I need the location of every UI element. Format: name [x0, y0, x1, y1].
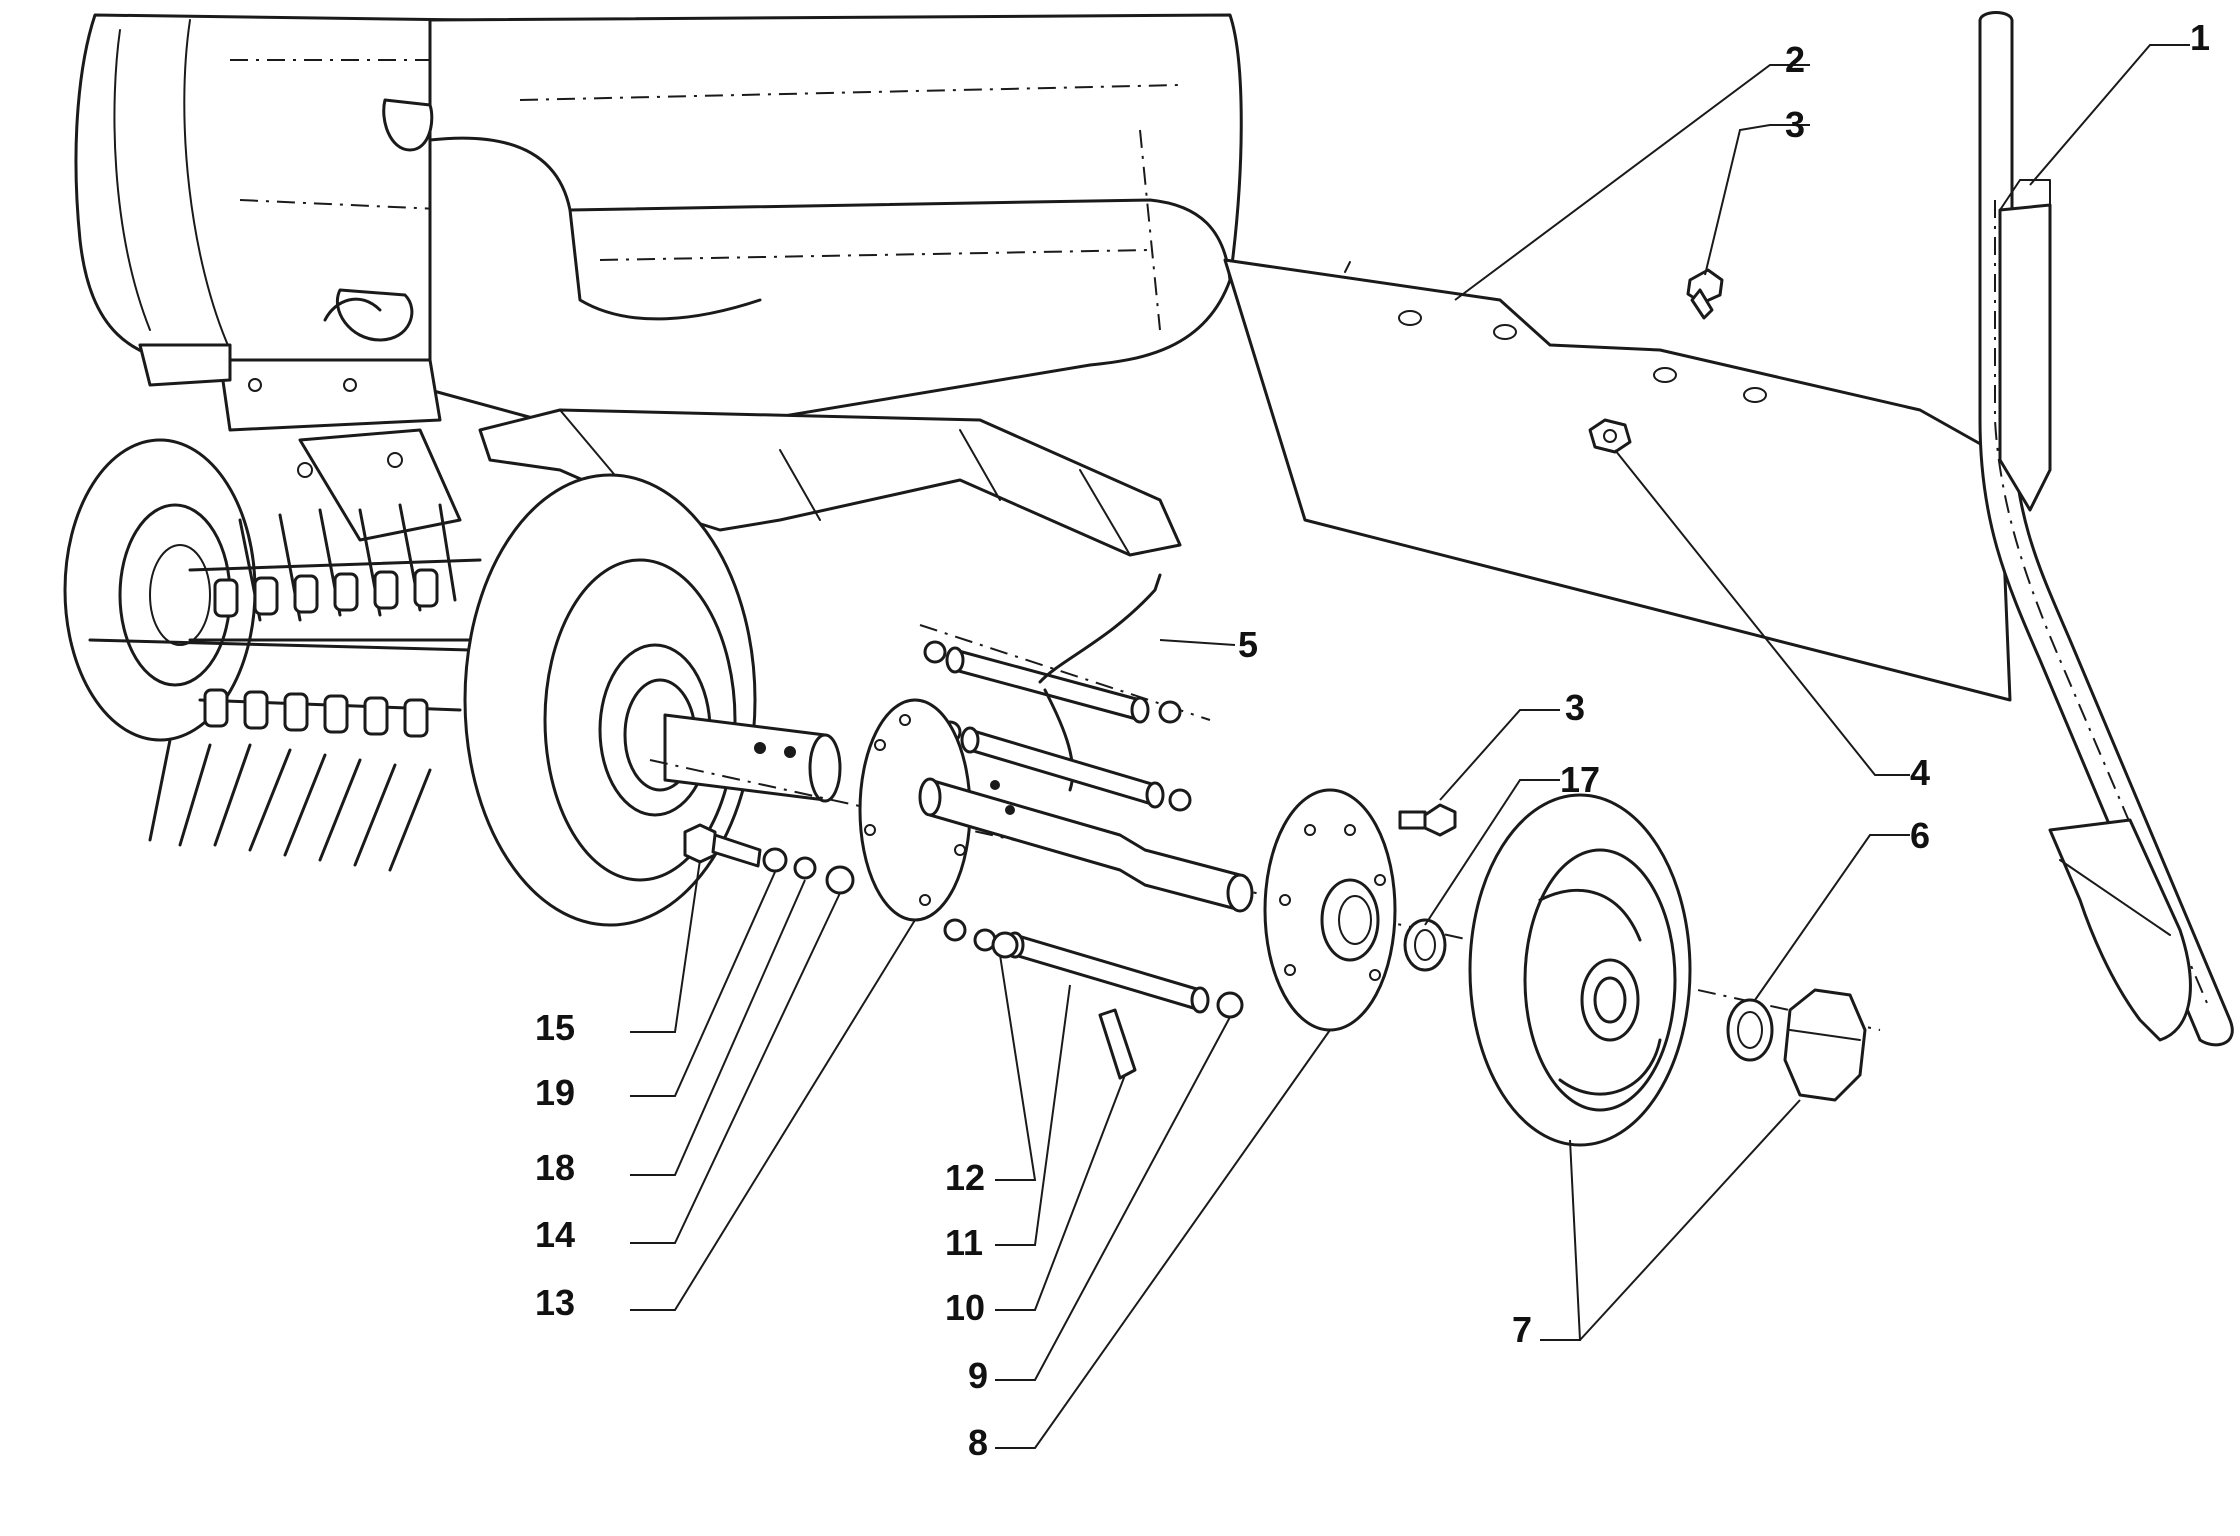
- part-3-bolt-upper: [1686, 268, 1724, 320]
- label-11: 11: [945, 1222, 983, 1263]
- part-3-bolt-lower: [1398, 803, 1457, 837]
- label-15: 15: [535, 1007, 575, 1048]
- label-18: 18: [535, 1147, 575, 1188]
- label-6: 6: [1910, 815, 1930, 856]
- part-4-nut: [1588, 418, 1632, 454]
- drive-wheel: [463, 473, 842, 927]
- label-8: 8: [968, 1422, 988, 1463]
- part-7-hub-cap: [1783, 988, 1867, 1102]
- label-14: 14: [535, 1214, 575, 1255]
- part-19-spring-washer: [762, 847, 788, 873]
- part-10-pin: [1098, 1008, 1137, 1080]
- part-18-washer: [793, 856, 817, 880]
- label-5: 5: [1238, 624, 1258, 665]
- label-7: 7: [1512, 1309, 1532, 1350]
- part-12-lower-tube: [943, 918, 1244, 1019]
- label-12: 12: [945, 1157, 985, 1198]
- part-6-washer: [1726, 998, 1774, 1062]
- label-3-lower: 3: [1565, 687, 1585, 728]
- tine-reel: [63, 438, 482, 872]
- part-1-handle: [1978, 11, 2234, 1047]
- label-10: 10: [945, 1287, 985, 1328]
- label-3-upper: 3: [1785, 104, 1805, 145]
- part-2-shield-plate: [1223, 258, 2012, 702]
- part-17-washer: [1403, 918, 1447, 972]
- label-4: 4: [1910, 752, 1930, 793]
- part-14-washer: [825, 865, 855, 895]
- leader-lines: [630, 44, 2190, 1449]
- part-8-hub-plate: [1263, 788, 1397, 1032]
- label-17: 17: [1560, 759, 1600, 800]
- part-7-wheel: [1468, 793, 1692, 1147]
- machine-body: [74, 13, 1243, 557]
- label-1: 1: [2190, 17, 2210, 58]
- callout-labels: 1 2 3 4 5 3 17 6 7 15 19 18 14 13 12 11 …: [535, 17, 2210, 1463]
- part-11-axle: [918, 777, 1254, 913]
- label-9: 9: [968, 1355, 988, 1396]
- label-2: 2: [1785, 39, 1805, 80]
- label-19: 19: [535, 1072, 575, 1113]
- label-13: 13: [535, 1282, 575, 1323]
- part-15-bolt: [683, 823, 762, 868]
